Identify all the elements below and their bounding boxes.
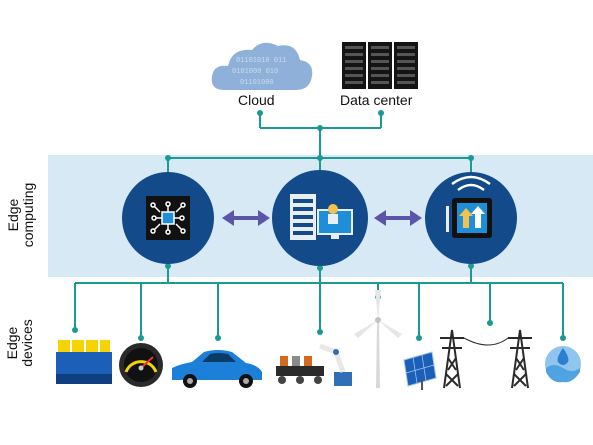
solar-panel-icon	[403, 351, 437, 390]
edge-computing-label-line1: Edge	[5, 198, 21, 232]
speedometer-gauge-icon	[119, 343, 163, 387]
water-drop-icon	[545, 346, 581, 383]
edge-computing-label: Edge computing	[5, 180, 36, 250]
svg-text:0101000 010: 0101000 010	[232, 68, 278, 76]
edge-computing-label-line2: computing	[20, 182, 36, 248]
svg-text:01101010 011: 01101010 011	[236, 57, 286, 65]
power-tower-icon	[440, 329, 464, 389]
factory-robot-arm-icon	[276, 343, 352, 386]
processor-chip-icon	[146, 196, 190, 240]
svg-text:01101000: 01101000	[240, 79, 274, 87]
power-tower-icon-2	[508, 329, 532, 389]
data-center-label: Data center	[340, 92, 413, 108]
edge-devices-label: Edge devices	[4, 313, 35, 373]
server-rack-monitor-icon	[290, 194, 353, 240]
car-icon	[172, 350, 262, 388]
power-line	[463, 337, 509, 346]
wireless-tablet-icon	[446, 175, 492, 238]
edge-devices-label-line2: devices	[19, 319, 35, 367]
bidirectional-arrows	[222, 210, 422, 226]
cloud-icon: 01101010 011 0101000 010 01101000	[211, 42, 313, 90]
battery-pack-icon	[56, 340, 112, 384]
data-center-icon	[342, 42, 418, 89]
cloud-label: Cloud	[238, 92, 275, 108]
wind-turbine-icon	[354, 290, 402, 388]
edge-devices-label-line1: Edge	[4, 326, 20, 360]
